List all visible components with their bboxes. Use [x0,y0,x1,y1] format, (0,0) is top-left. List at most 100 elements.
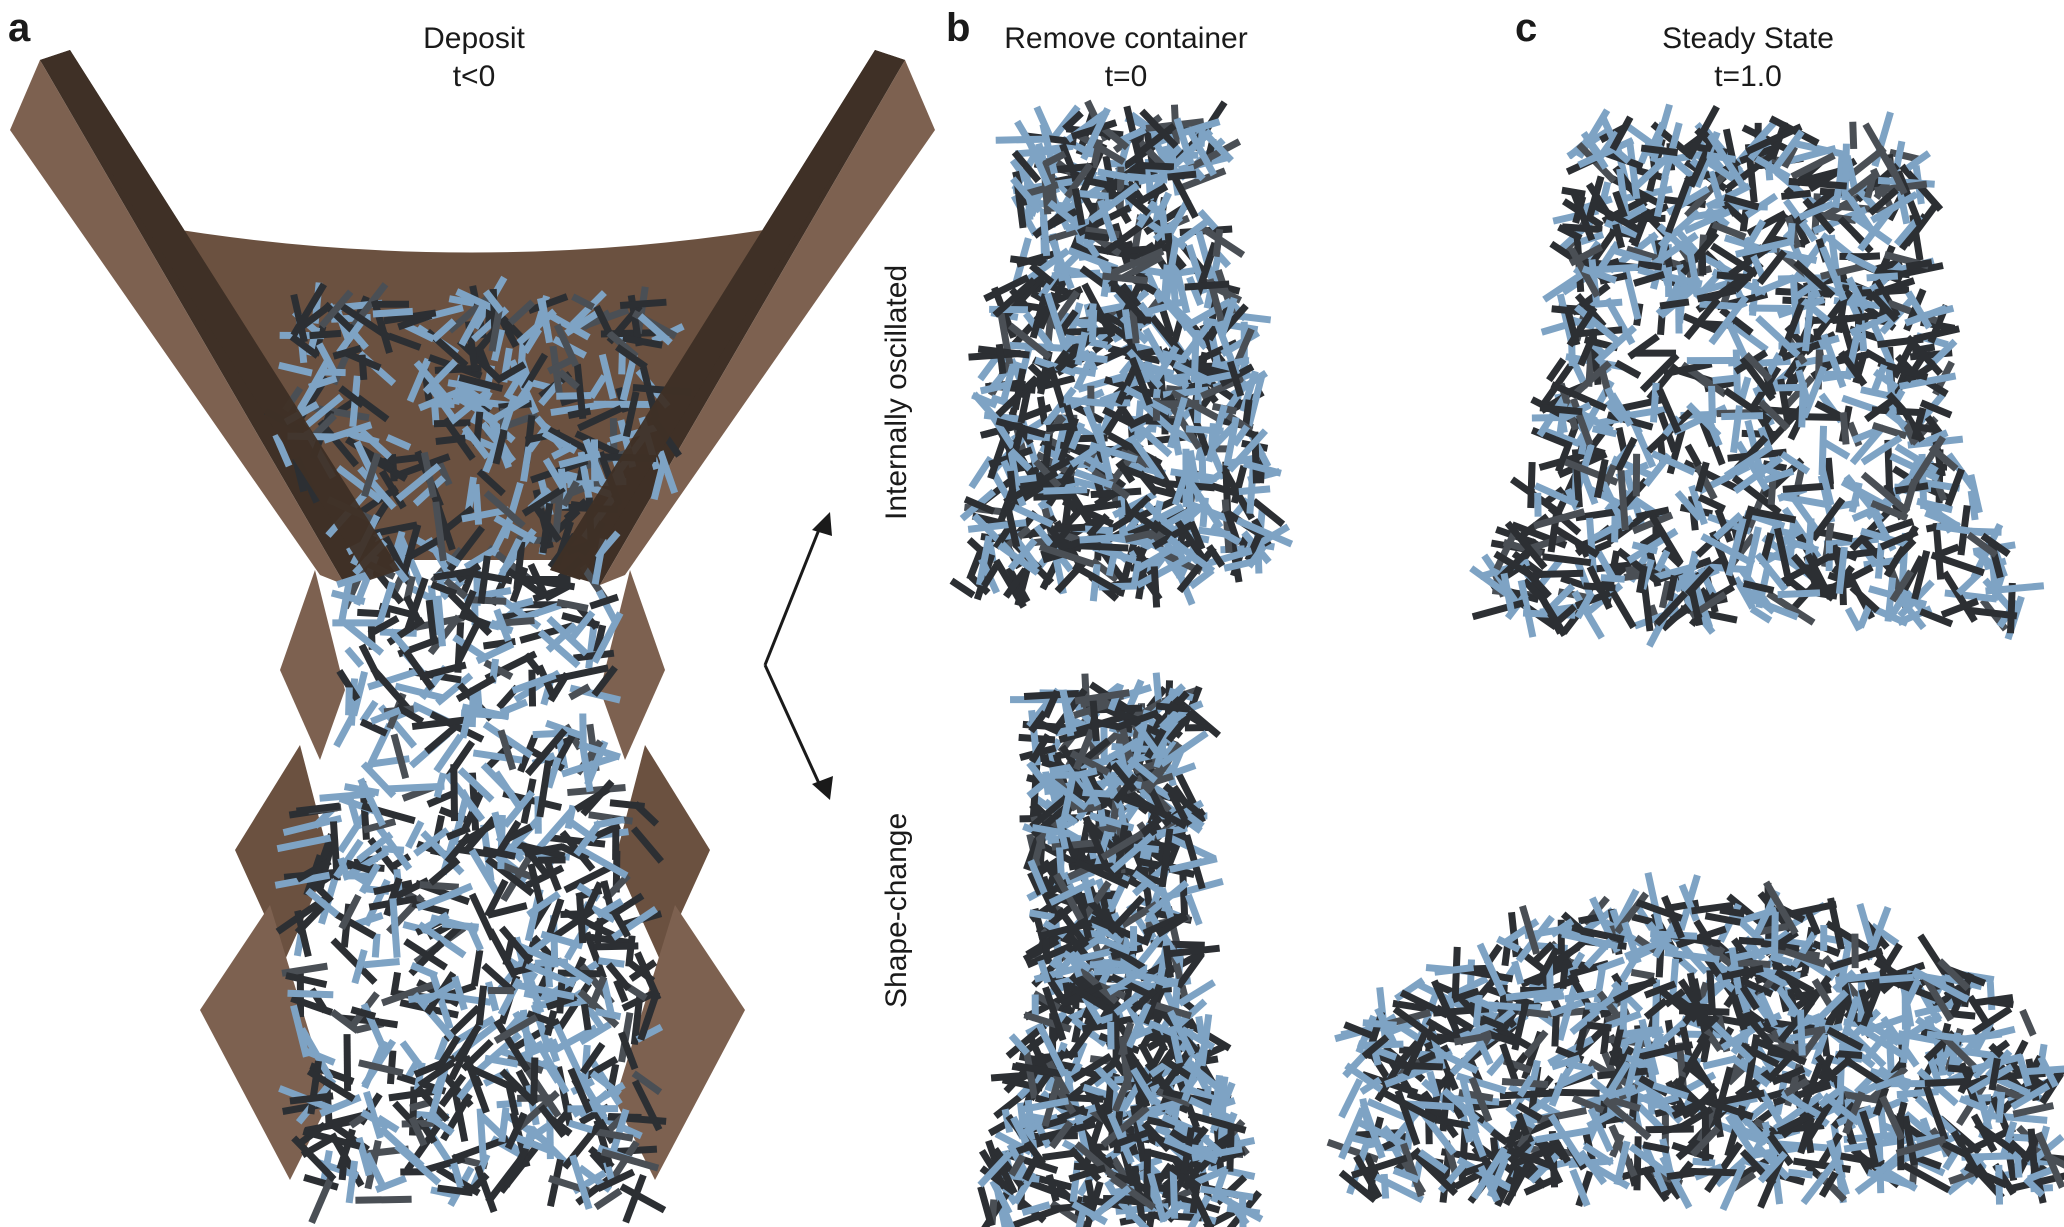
rod [434,595,446,647]
rod [1707,133,1745,186]
rod [1589,988,1625,1017]
rod [1107,1112,1135,1165]
rod [1502,1161,1532,1206]
rod [306,1068,356,1102]
rod [1798,200,1835,221]
rod [1617,470,1629,531]
rod [569,290,607,328]
rod [472,749,523,764]
rod [526,1123,550,1142]
rod [1661,895,1685,940]
rod [367,615,400,638]
rod [1121,1043,1153,1085]
rod [1894,443,1939,475]
rod [1575,1007,1591,1052]
rod [1058,777,1076,829]
rod [1820,438,1851,460]
rod [1635,506,1670,521]
rod [1212,228,1224,258]
rod [1063,404,1078,433]
rod [1805,911,1822,936]
rod [507,299,536,326]
rod [1471,599,1525,621]
rod [1643,980,1677,999]
rod [557,369,580,390]
rod [272,433,293,468]
rod [1130,1067,1158,1106]
rod [1380,1173,1390,1199]
rod [363,1151,388,1191]
rod [1069,446,1098,468]
rod [358,354,368,381]
rod [563,498,589,522]
rod [336,315,368,355]
rod [1609,590,1637,630]
rod [1863,1018,1901,1046]
rod [1609,115,1634,152]
rod [1533,569,1584,579]
rod [422,358,458,395]
rod [1548,1113,1586,1167]
rod [1559,1065,1596,1088]
rod [1870,191,1919,224]
rod [370,706,402,725]
rod [485,981,500,1012]
rod [1860,979,1884,1027]
rod [1073,728,1096,771]
rod [383,309,437,325]
rod [567,1067,593,1114]
rod [1043,486,1088,495]
rod [611,906,659,941]
rod [1107,432,1163,467]
rod [1125,1002,1152,1049]
rod [1094,422,1114,481]
rod [361,1038,397,1088]
rod [1012,504,1054,528]
rod [1069,750,1111,776]
rod [979,1165,1017,1196]
rod [450,764,459,822]
rod [1863,1028,1910,1061]
rod [1937,958,1971,992]
rod [1849,121,1858,150]
rod [622,391,640,438]
rod [488,305,504,352]
rod [499,698,529,716]
rod [1801,297,1831,324]
rod [1980,532,2011,557]
rod [1641,1167,1670,1203]
rod [1692,1157,1716,1167]
panel-b-title-text: Remove container [1004,22,1248,55]
rod [1790,553,1823,589]
rod [410,962,439,980]
rod [1865,1136,1880,1168]
rod [295,858,332,883]
rod [495,361,527,384]
rod-pile-shape-change-steady [1326,871,2064,1212]
rod [1941,1140,1969,1159]
rod [483,490,526,529]
rod [1173,117,1195,166]
rod [1958,1095,1989,1113]
rod [1615,1025,1664,1049]
rod [441,920,479,931]
rod [1608,1096,1641,1112]
rod [1142,983,1164,1025]
rod [1879,973,1915,984]
rod [1668,273,1703,288]
rod [1074,689,1130,705]
rod [1338,1169,1378,1204]
rod [977,1150,1013,1188]
rod [1542,553,1592,567]
rod [1919,399,1953,419]
rod [1025,137,1052,187]
rod [447,291,495,334]
rod [1783,1077,1810,1097]
rod [1734,1069,1772,1099]
rod [571,1066,608,1120]
rod [458,374,504,393]
rod [1563,458,1619,486]
branch-arrows [763,521,824,791]
rod [437,1184,474,1197]
rod [1008,1033,1030,1056]
